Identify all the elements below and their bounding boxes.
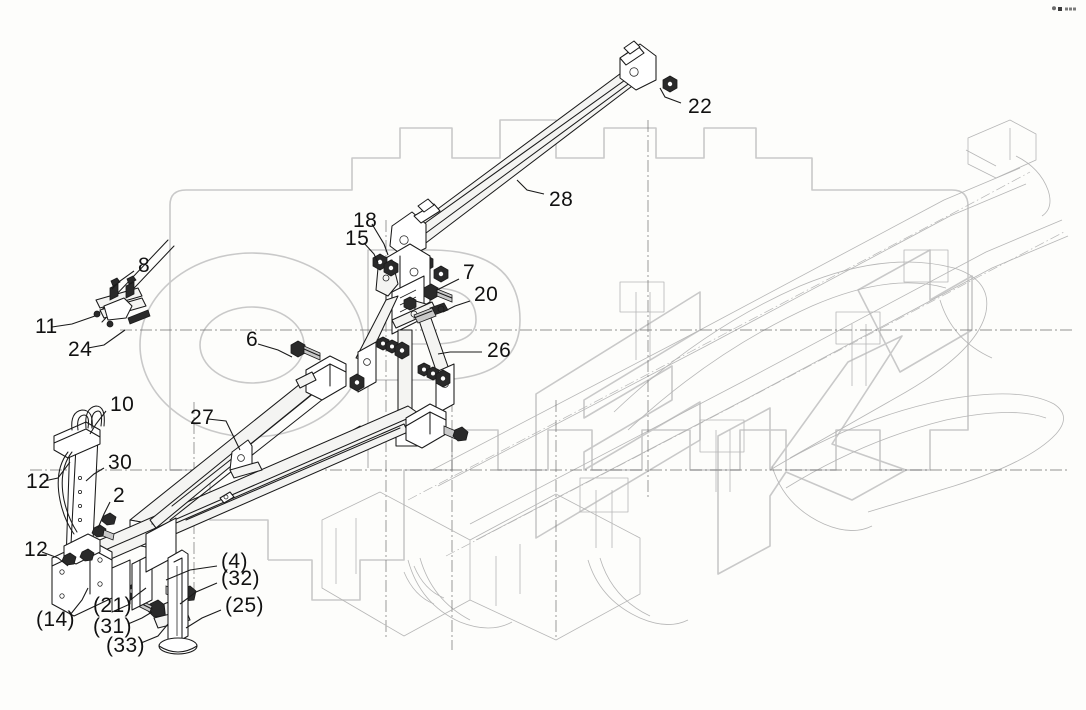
callout-label-20: 20: [474, 283, 499, 306]
leader-line-7: [436, 278, 460, 291]
callout-label-32: (32): [221, 567, 260, 590]
leader-line-33: [140, 623, 169, 644]
callout-label-6: 6: [246, 328, 259, 351]
leader-line-10: [89, 410, 107, 435]
callout-label-10: 10: [110, 393, 135, 416]
leader-line-31: [127, 611, 153, 625]
leader-line-22: [659, 87, 682, 104]
leader-line-8: [111, 270, 135, 290]
callout-label-22: 22: [688, 95, 713, 118]
callout-label-24: 24: [68, 338, 93, 361]
callout-label-25: (25): [225, 594, 264, 617]
leader-line-15: [363, 242, 379, 264]
leader-line-14: [69, 587, 89, 616]
leader-line-24: [87, 329, 126, 349]
callout-label-15: 15: [345, 227, 370, 250]
part-28-tie-rod: [389, 40, 678, 272]
callout-label-18: 18: [353, 209, 378, 232]
callout-label-31: (31): [93, 615, 132, 638]
leader-line-2: [97, 501, 111, 529]
leader-line-28: [516, 179, 545, 195]
callout-label-12: 12: [26, 470, 51, 493]
corner-artifact-icon: [1052, 6, 1076, 11]
hitch-head-block: [51, 533, 113, 617]
leader-line-4: [165, 565, 218, 581]
callout-label-27: 27: [190, 406, 215, 429]
leader-line-6: [257, 343, 293, 358]
callout-leader-lines: [41, 87, 682, 644]
leader-line-12: [43, 461, 71, 482]
part-6-hex-bolt: [290, 340, 321, 361]
leader-line-12: [41, 551, 69, 567]
callout-label-12: 12: [24, 538, 49, 561]
callout-label-21: (21): [93, 594, 132, 617]
washer-nut-stacks: [349, 296, 451, 444]
fasteners-15-18: [372, 253, 449, 283]
leader-line-20: [442, 300, 471, 313]
ghost-implement-frame: [30, 119, 1074, 650]
callout-label-26: 26: [487, 339, 512, 362]
leader-line-32: [179, 582, 218, 605]
leader-line-11: [51, 315, 96, 328]
callout-label-8: 8: [138, 254, 151, 277]
leader-line-21: [127, 587, 147, 603]
leader-line-25: [185, 609, 222, 629]
callout-label-30: 30: [108, 451, 133, 474]
part-20-pin: [413, 302, 449, 324]
leader-line-18: [371, 223, 389, 256]
callout-label-11: 11: [35, 315, 58, 338]
leader-line-27: [207, 418, 241, 451]
parts-8-11-24-bracket: [93, 239, 175, 328]
callout-label-28: 28: [549, 188, 574, 211]
callout-label-4: (4): [221, 550, 248, 573]
leader-line-30: [85, 467, 105, 482]
callout-label-33: (33): [106, 634, 145, 657]
part-7-hex-bolt: [423, 283, 453, 303]
part-2-bolts: [91, 512, 117, 541]
callout-label-7: 7: [463, 261, 476, 284]
callout-label-2: 2: [113, 484, 126, 507]
callout-label-14: (14): [36, 608, 75, 631]
leader-line-26: [437, 351, 482, 355]
